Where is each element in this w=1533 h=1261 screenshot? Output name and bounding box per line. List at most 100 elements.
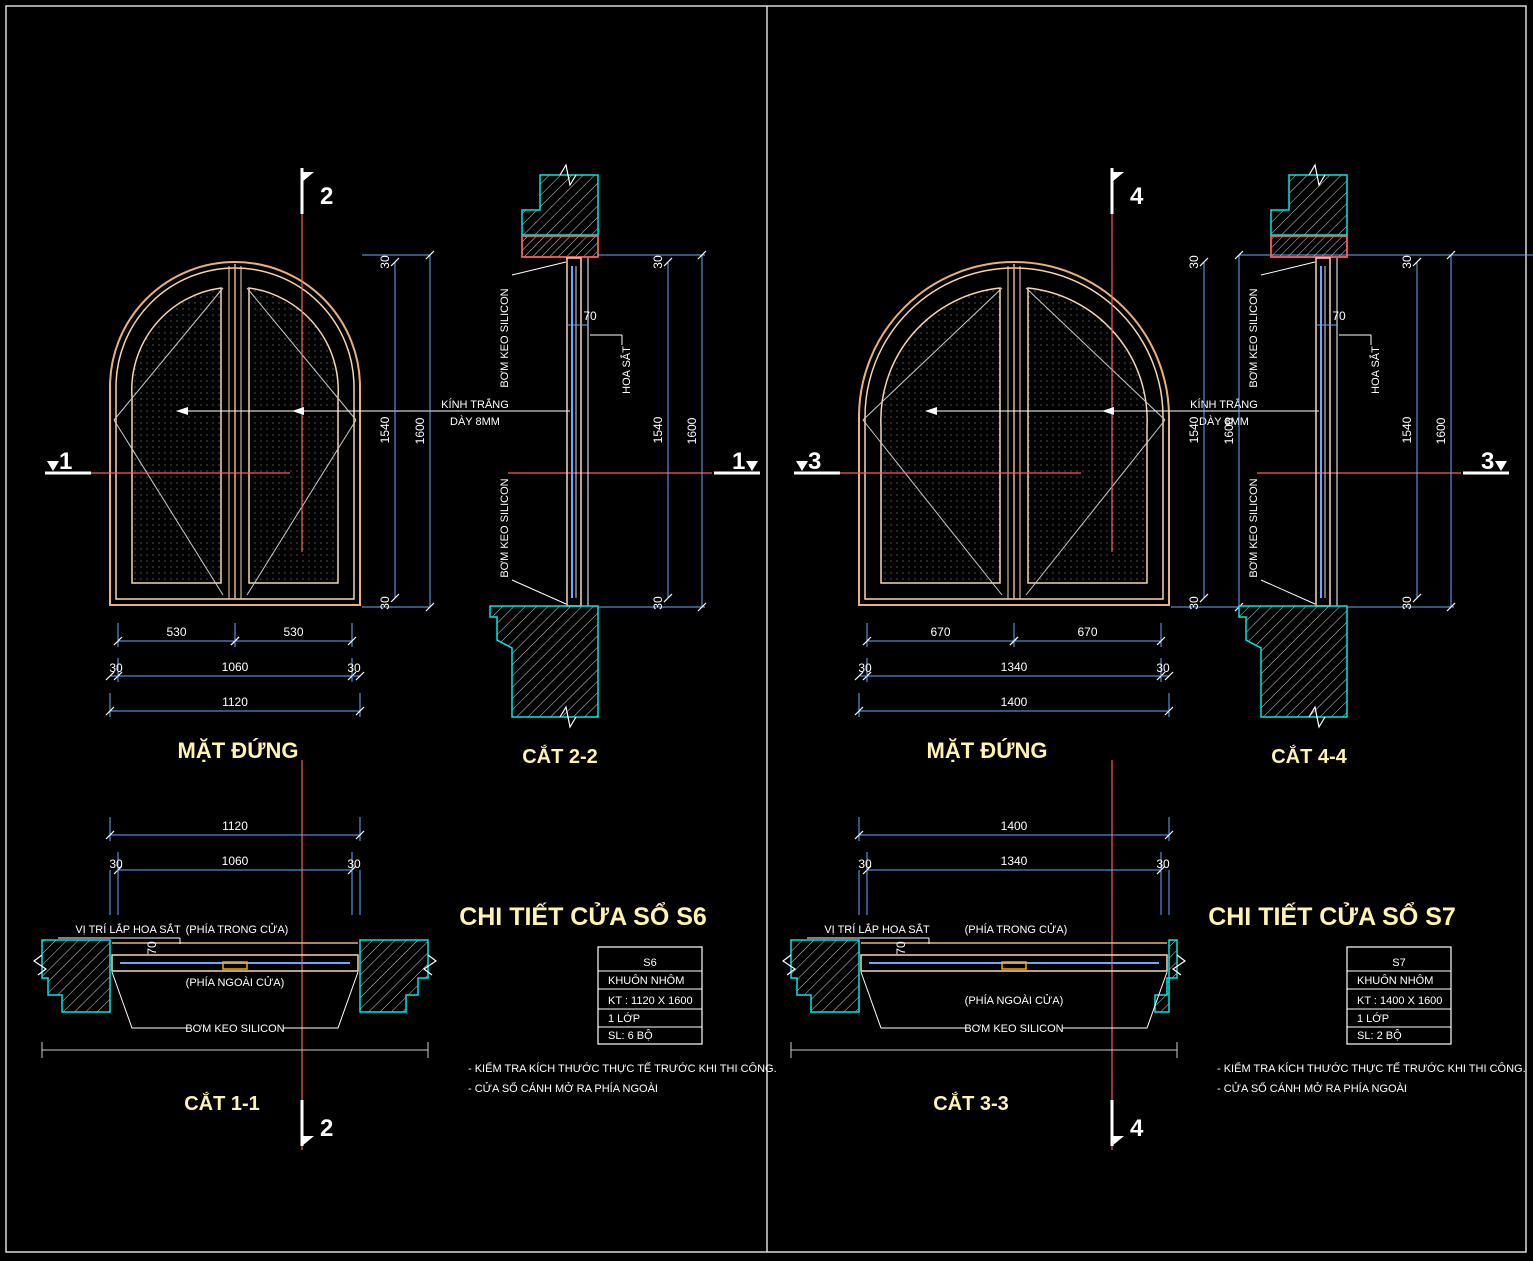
plan-break-left (781, 954, 797, 976)
glass-leader-arrow (176, 407, 188, 415)
dim-outer-label: 1120 (222, 695, 248, 709)
section-mark-bottom: 4 (1110, 1100, 1144, 1146)
plan-outside-label: (PHÍA NGOÀI CỬA) (965, 994, 1064, 1007)
window-inner-frame (864, 267, 1164, 600)
section-dim-inner-label: 1540 (1400, 416, 1414, 443)
plan-dim-outer-label: 1120 (222, 819, 248, 833)
dim-edge-bottom-label: 30 (1187, 596, 1201, 610)
swing-line (1025, 287, 1166, 421)
dim-height-outer-label: 1600 (413, 417, 427, 444)
detail-title: CHI TIẾT CỬA SỔ S7 (1208, 901, 1456, 931)
silicone-bottom-label: BƠM KEO SILICON (1248, 478, 1260, 577)
silicone-top-label: BƠM KEO SILICON (499, 288, 511, 387)
section-mark-bottom: 2 (300, 1100, 333, 1146)
plan-break-right (422, 954, 438, 976)
plan-silicone-leader (1062, 971, 1168, 1029)
glass-leader-arrow (925, 407, 937, 415)
dim-tick (854, 671, 864, 681)
silicone-leader (1260, 261, 1316, 276)
silicone-leader (511, 579, 567, 605)
dim-tick (347, 636, 357, 646)
section-dim-inner-label: 1540 (651, 416, 665, 443)
plan-break-left (32, 954, 48, 976)
dim-tick (854, 830, 864, 840)
dim-tick (390, 257, 400, 267)
plan-silicone-label: BƠM KEO SILICON (185, 1023, 284, 1035)
section-dim-bottom-label: 30 (651, 596, 665, 610)
plan-silicone-leader (283, 971, 359, 1029)
dim-tick (1412, 593, 1422, 603)
section-mark-bottom-arrow (302, 1136, 314, 1146)
break-symbol-top (559, 163, 577, 187)
plan-frame (860, 954, 1168, 972)
glass-label: KÍNH TRẮNG (441, 398, 509, 411)
vertical-section-title: CẮT 2-2 (522, 744, 598, 768)
dim-height-inner-label: 1540 (378, 416, 392, 443)
spec-table-border (1346, 946, 1452, 1045)
note-1: - CỬA SỔ CÁNH MỞ RA PHÍA NGOÀI (468, 1082, 658, 1095)
glass-thickness-label: DÀY 8MM (450, 415, 500, 428)
plan-dim-edge-left: 30 (858, 857, 872, 871)
section-mark-top: 4 (1110, 168, 1144, 214)
dim-half-left-label: 670 (930, 625, 950, 639)
dim-tick (1446, 250, 1456, 260)
dim-half-left-label: 530 (166, 625, 186, 639)
section-mark-left-label: 3 (808, 448, 821, 475)
dim-tick (697, 602, 707, 612)
section-mark-right-arrow (1495, 461, 1507, 471)
dim-edge-right-label: 30 (1156, 661, 1170, 675)
section-mark-top-arrow (1112, 172, 1124, 182)
dim-tick (105, 671, 115, 681)
section-mark-left-arrow (796, 461, 808, 471)
dim-tick (1234, 250, 1244, 260)
section-mark-top-label: 4 (1130, 183, 1144, 210)
dim-tick (697, 250, 707, 260)
dim-edge-top-label: 30 (378, 255, 392, 269)
plan-iron-position-label: VỊ TRÍ LẮP HOA SẮT (75, 923, 181, 936)
dim-tick (230, 636, 240, 646)
section-mark-right-arrow (746, 461, 758, 471)
plan-dim-inner-label: 1060 (222, 854, 249, 868)
spec-table-cell-1: KHUÔN NHÔM (1357, 974, 1433, 987)
dim-inner-label: 1060 (222, 660, 249, 674)
plan-gap-label: 70 (145, 941, 159, 955)
plan-gap-label: 70 (894, 941, 908, 955)
dim-gap-label: 70 (1332, 309, 1346, 323)
note-0: - KIỂM TRA KÍCH THƯỚC THỰC TẾ TRƯỚC KHI … (1217, 1062, 1526, 1075)
vertical-section-title: CẮT 4-4 (1271, 744, 1347, 768)
swing-line (113, 287, 224, 421)
dim-tick (862, 636, 872, 646)
plan-wall-left (790, 939, 860, 1013)
dim-edge-right-label: 30 (347, 661, 361, 675)
dim-tick (1156, 636, 1166, 646)
section-mark-right: 3 (1463, 448, 1509, 475)
plan-section-title: CẮT 1-1 (184, 1091, 260, 1115)
window-outer-frame (858, 261, 1170, 606)
dim-tick (355, 830, 365, 840)
dim-tick (1412, 257, 1422, 267)
section-dim-top-label: 30 (651, 255, 665, 269)
silicone-leader (511, 261, 567, 276)
plan-wall-left (41, 939, 111, 1013)
dim-edge-left-label: 30 (109, 661, 123, 675)
dim-tick (1164, 671, 1174, 681)
dim-tick (1164, 830, 1174, 840)
plan-dim-edge-left: 30 (109, 857, 123, 871)
spec-table-cell-0: S7 (1392, 957, 1405, 969)
plan-silicone-leader (860, 971, 966, 1029)
elevation-title: MẶT ĐỨNG (178, 738, 299, 763)
plan-dim-edge-right: 30 (1156, 857, 1170, 871)
spec-table-cell-0: S6 (643, 957, 656, 969)
section-dim-outer-label: 1600 (685, 417, 699, 444)
dim-tick (1199, 593, 1209, 603)
note-1: - CỬA SỔ CÁNH MỞ RA PHÍA NGOÀI (1217, 1082, 1407, 1095)
dim-outer-label: 1400 (1001, 695, 1028, 709)
upper-wall (521, 174, 599, 236)
break-symbol-bottom (1308, 705, 1326, 729)
plan-silicone-leader (111, 971, 187, 1029)
section-mark-bottom-label: 4 (1130, 1115, 1144, 1142)
